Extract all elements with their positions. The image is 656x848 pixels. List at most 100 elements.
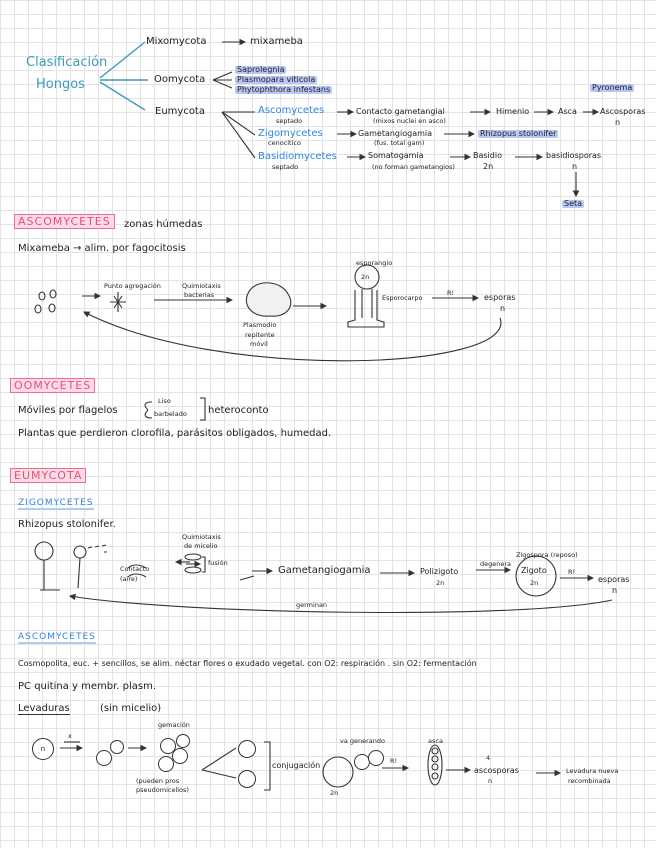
esporas-n-2: n: [612, 586, 618, 595]
eumycota-label: Eumycota: [155, 106, 205, 117]
pseudomicelios-1: (pueden pros: [136, 777, 180, 785]
classification-title-2: Hongos: [36, 77, 85, 92]
zonas-humedas: zonas húmedas: [124, 219, 203, 230]
ascosporas-n: n: [488, 777, 493, 785]
contacto-label: Contacto: [120, 565, 150, 573]
asco-note: (mixos nuclei en asco): [373, 117, 446, 125]
polizigoto-label: Polizigoto: [420, 567, 459, 576]
rhizopus-label: Rhizopus stolonifer.: [18, 519, 116, 530]
basidio-step-3: basidiosporas: [546, 151, 602, 160]
zigoto-2n: 2n: [530, 579, 539, 587]
zigomycetes-label: Zigomycetes: [258, 128, 323, 139]
zigomycetes-sub: cenocítico: [268, 139, 301, 147]
basidio-n: n: [572, 162, 578, 171]
plasmodio-movil: móvil: [250, 340, 268, 348]
germinan-label: germinan: [296, 601, 328, 609]
quimiotaxis-bacterias: bacterias: [184, 291, 215, 299]
conj-cell-1: [238, 740, 256, 758]
basidio-2n: 2n: [483, 162, 494, 171]
zigospora-label: Zigospora (reposo): [516, 551, 578, 559]
fusion-label: fusión: [208, 559, 228, 567]
gametangiogamia-label: Gametangiogamia: [278, 565, 371, 576]
r-meiosis-1: R!: [447, 289, 455, 297]
bud-cluster-1: [160, 738, 176, 754]
esporas-2: esporas: [598, 575, 630, 584]
zigo-note: (fus. total gam): [374, 139, 425, 147]
mixameba-line: Mixameba → alim. por fagocitosis: [18, 243, 186, 254]
basidio-note: (no forman gametangios): [372, 163, 455, 171]
bud-cell-1: [96, 750, 112, 766]
flagelo-liso: Liso: [158, 397, 171, 405]
va-generando-label: va generando: [340, 737, 386, 745]
sin-micelio: (sin micelio): [100, 703, 162, 714]
levadura-nueva-2: recombinada: [568, 777, 611, 785]
plantas-line: Plantas que perdieron clorofila, parásit…: [18, 428, 332, 439]
esporas-n-1: n: [500, 304, 506, 313]
esporangio-label: esporangio: [356, 259, 393, 267]
pyronema-label: Pyronema: [590, 83, 635, 92]
asco-step-3: Asca: [558, 107, 577, 116]
conj-cell-2: [238, 770, 256, 788]
oo-item-2: Plasmopara viticola: [235, 75, 318, 84]
flagelo-barbelado: barbelado: [154, 410, 187, 418]
conjugacion-label: conjugación: [272, 761, 321, 770]
quimio-micelio-2: de micelio: [184, 542, 218, 550]
gen-cell-2: [368, 750, 384, 766]
pseudomicelios-2: pseudomicelios): [136, 786, 189, 794]
bud-cluster-4: [176, 734, 190, 748]
asca-label: asca: [428, 737, 443, 745]
punto-agregacion: Punto agregación: [104, 282, 161, 290]
levadura-nueva-1: Levadura nueva: [566, 767, 619, 775]
basidiomycetes-label: Basidiomycetes: [258, 151, 337, 162]
aire-label: (aire): [120, 575, 138, 583]
quimiotaxis-1: Quimiotaxis: [182, 282, 221, 290]
moviles-flagelos: Móviles por flagelos: [18, 405, 118, 416]
oo-item-1: Saprolegnia: [235, 65, 287, 74]
zygote-2n: 2n: [330, 789, 339, 797]
pc-quitina-line: PC quitina y membr. plasm.: [18, 681, 157, 692]
plasmodio-label: Plasmodio: [243, 321, 277, 329]
section-ascomycetes-title: ASCOMYCETES: [14, 214, 115, 229]
bud-cluster-3: [158, 756, 174, 772]
zigo-step-2: Rhizopus stolonifer: [478, 129, 559, 138]
heteroconto: heteroconto: [208, 405, 269, 416]
zigomycetes-subtitle: ZIGOMYCETES: [18, 498, 94, 510]
esporas-1: esporas: [484, 293, 516, 302]
ascomycetes-subtitle: ASCOMYCETES: [18, 632, 96, 644]
cell-n: n: [32, 738, 54, 760]
asco-step-1: Contacto gametangial: [356, 107, 445, 116]
bud-cell-2: [110, 740, 124, 754]
ascomycetes-label: Ascomycetes: [258, 105, 325, 116]
asco-step-2: Himenio: [496, 107, 530, 116]
plasmodio-repitente: repitente: [245, 331, 275, 339]
r-meiosis-3: R!: [390, 757, 398, 765]
zigo-step-1: Gametangiogamia: [358, 129, 433, 138]
mixameba-label: mixameba: [250, 36, 303, 47]
polizigoto-2n: 2n: [436, 579, 445, 587]
seta-label: Seta: [562, 199, 585, 208]
asco-n: n: [615, 118, 621, 127]
basidio-step-1: Somatogamia: [368, 151, 424, 160]
cosmopolita-line: Cosmopolita, euc. + sencillos, se alim. …: [18, 659, 477, 668]
ascomycetes-sub: septado: [276, 117, 303, 125]
esporocarpo-label: Esporocarpo: [382, 294, 423, 302]
degenera-label: degenera: [480, 560, 512, 568]
zigoto-label: Zigoto: [521, 566, 547, 575]
classification-title: Clasificación: [26, 55, 108, 70]
ascosporas-label: ascosporas: [474, 766, 519, 775]
asco-step-4: Ascosporas: [600, 107, 646, 116]
section-oomycetes-title: OOMYCETES: [10, 378, 96, 393]
gemacion-label: gemación: [158, 721, 190, 729]
r-meiosis-2: R!: [568, 568, 576, 576]
basidiomycetes-sub: septado: [272, 163, 299, 171]
oomycota-label: Oomycota: [154, 74, 206, 85]
cuatro-label: 4: [486, 754, 491, 762]
section-eumycota-title: EUMYCOTA: [10, 468, 87, 483]
quimio-micelio-1: Quimiotaxis: [182, 533, 221, 541]
basidio-step-2: Basidio: [473, 151, 502, 160]
oo-item-3: Phytophthora infestans: [235, 85, 333, 94]
esporangio-2n: 2n: [361, 273, 370, 281]
levaduras-label: Levaduras: [18, 703, 70, 715]
mixomycota-label: Mixomycota: [146, 36, 207, 47]
